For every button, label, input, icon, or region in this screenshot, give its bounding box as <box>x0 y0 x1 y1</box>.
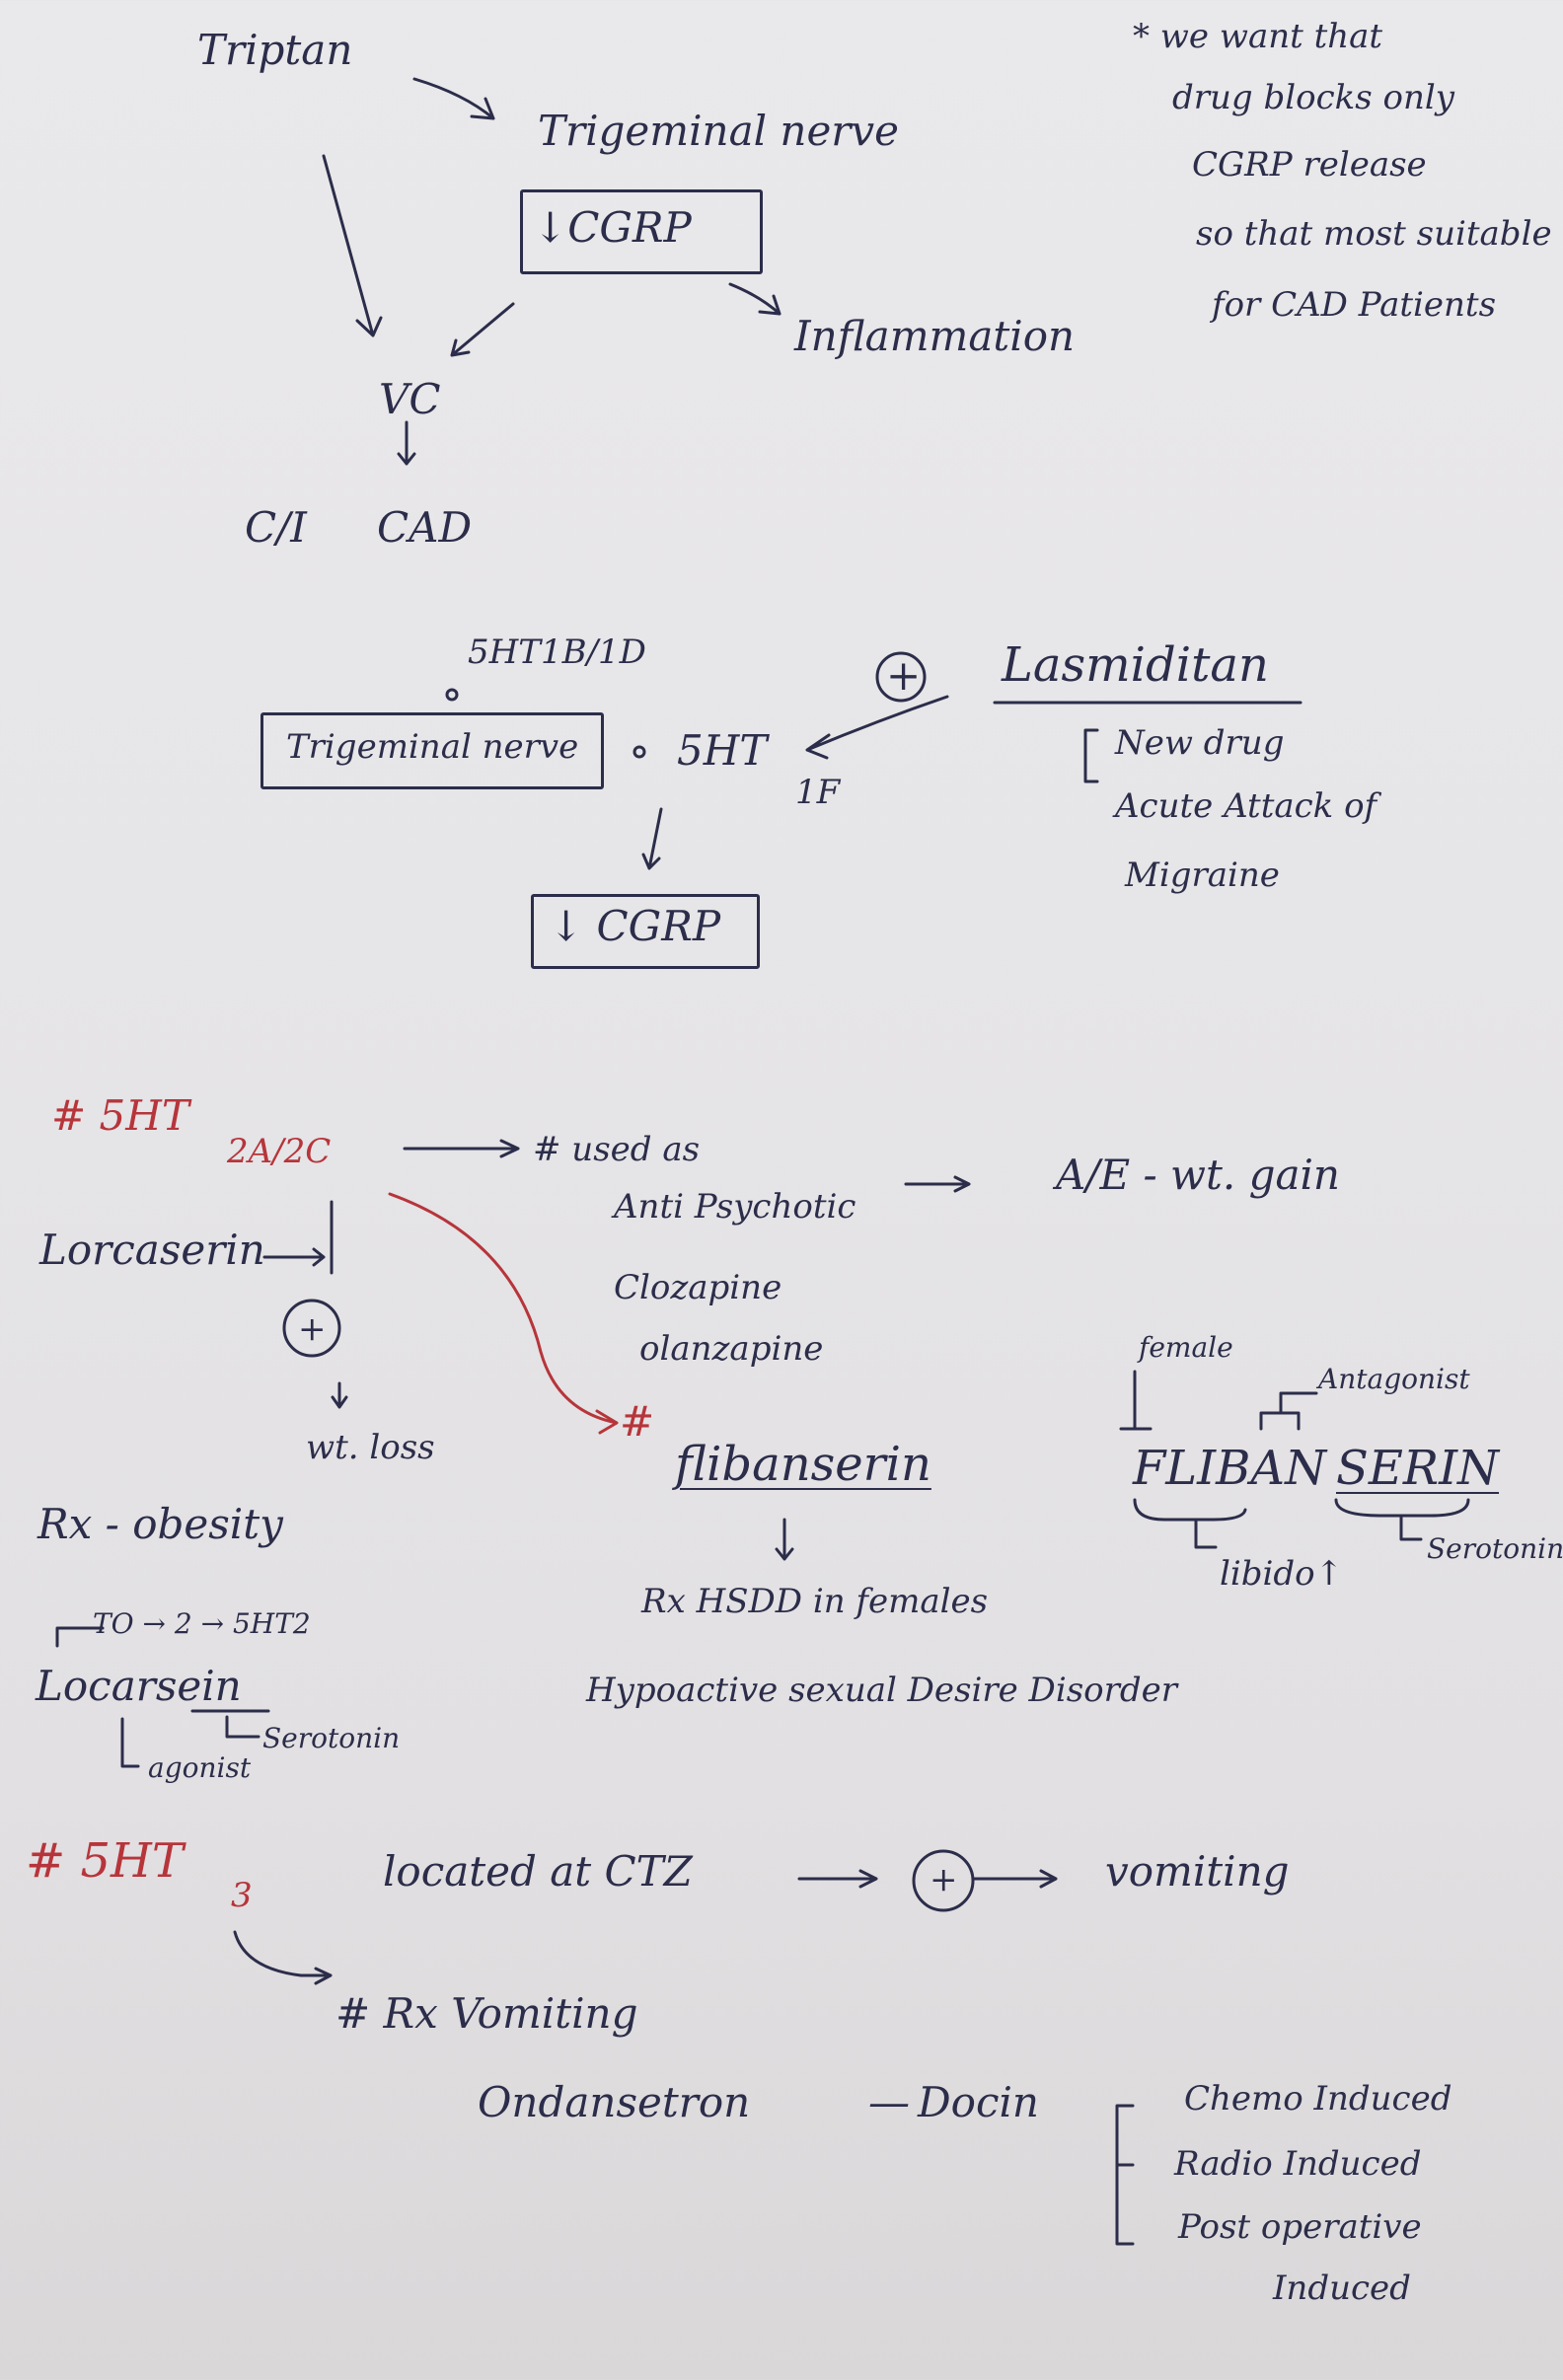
new-drug-note: New drug <box>1115 723 1285 763</box>
bracket-female <box>1119 1370 1153 1431</box>
post-operative: Post operative <box>1178 2207 1422 2247</box>
arrow-usedas-to-ae <box>904 1175 971 1193</box>
acute-attack-note: Acute Attack of <box>1115 786 1377 826</box>
arrow-ctz-to-plus <box>797 1869 878 1889</box>
clozapine-label: Clozapine <box>614 1268 782 1307</box>
cgrp-box-2-text: ↓ CGRP <box>549 902 721 950</box>
bracket-lasmiditan-notes <box>1083 728 1099 783</box>
serotonin-left-label: Serotonin <box>262 1722 401 1754</box>
chemo-induced: Chemo Induced <box>1184 2079 1452 2119</box>
arrow-cgrp-to-inflammation <box>728 282 782 316</box>
hsdd-full-label: Hypoactive sexual Desire Disorder <box>586 1671 1178 1710</box>
triptan-label: Triptan <box>197 26 353 74</box>
bracket-induced-list <box>1115 2104 1135 2246</box>
arrow-5ht2-to-flibanserin <box>388 1192 619 1435</box>
trigeminal-nerve-label: Trigeminal nerve <box>538 107 899 155</box>
fht-label: 5HT <box>677 726 768 775</box>
libido-label: libido↑ <box>1220 1554 1344 1594</box>
used-as-label: # used as <box>533 1130 701 1169</box>
brace-fliban <box>1133 1498 1247 1522</box>
arrow-5ht3-to-rx <box>233 1930 333 1985</box>
lasmiditan-label: Lasmiditan <box>1002 637 1269 693</box>
arrow-5ht1f-to-cgrp <box>641 807 663 870</box>
radio-induced: Radio Induced <box>1174 2144 1422 2184</box>
female-label: female <box>1139 1331 1233 1364</box>
arrow-triptan-to-vc <box>322 154 383 337</box>
migraine-note: Migraine <box>1125 855 1280 895</box>
vomiting-label: vomiting <box>1105 1847 1290 1896</box>
arrow-5ht2-to-usedas <box>403 1139 520 1158</box>
brace-serin <box>1334 1498 1470 1518</box>
antipsychotic-label: Anti Psychotic <box>614 1187 856 1227</box>
olanzapine-label: olanzapine <box>639 1329 824 1369</box>
fliban-word: FLIBAN <box>1133 1441 1327 1496</box>
receptor-label: 5HT1B/1D <box>468 632 646 672</box>
rx-obesity-label: Rx - obesity <box>37 1500 283 1548</box>
ci-label: C/I <box>245 503 307 552</box>
flibanserin-hash: # <box>620 1397 655 1446</box>
plus-sign-lorcaserin: + <box>298 1309 327 1349</box>
located-ctz-label: located at CTZ <box>383 1847 693 1896</box>
lorcaserin-label: Lorcaserin <box>39 1226 265 1274</box>
arrow-cgrp-to-vc <box>450 302 515 357</box>
dot-trigeminal <box>633 745 646 759</box>
ondansetron-label: Ondansetron <box>478 2078 751 2126</box>
arrow-lorcaserin-down <box>262 1200 334 1275</box>
5ht2-heading-sub: 2A/2C <box>227 1132 332 1171</box>
bracket-locarsein <box>55 1626 105 1648</box>
arrow-locarsein-agonist <box>120 1717 140 1768</box>
serin-word: SERIN <box>1336 1441 1500 1496</box>
arrow-libido <box>1194 1520 1218 1549</box>
trigeminal-box-text: Trigeminal nerve <box>286 727 579 767</box>
arrow-plus-to-wtloss <box>331 1381 348 1409</box>
note-line-2: drug blocks only <box>1172 78 1454 117</box>
rx-vomiting-label: # Rx Vomiting <box>335 1989 638 2038</box>
fht-sub: 1F <box>795 773 841 812</box>
plus-sign-ctz: + <box>930 1860 958 1899</box>
arrow-locarsein-serotonin <box>225 1715 260 1739</box>
arrow-triptan-to-nerve <box>412 77 495 120</box>
inflammation-label: Inflammation <box>794 312 1076 360</box>
plus-sign-lasmiditan: + <box>886 651 922 700</box>
cgrp-box-1 <box>520 189 763 274</box>
arrow-flibanserin-down <box>775 1518 794 1561</box>
plus-circle-lasmiditan <box>875 651 927 703</box>
locarsein-label: Locarsein <box>36 1662 242 1710</box>
adverse-effect-label: A/E - wt. gain <box>1056 1151 1340 1199</box>
note-line-5: for CAD Patients <box>1212 285 1497 325</box>
locarsein-note: TO → 2 → 5HT2 <box>93 1607 311 1640</box>
dash-label: — <box>868 2078 910 2126</box>
5ht2-heading: # 5HT <box>51 1091 189 1140</box>
trigeminal-box <box>260 712 604 789</box>
flibanserin-label: flibanserin <box>675 1437 931 1492</box>
setron-suffix-label: Docin <box>918 2078 1039 2126</box>
induced-label: Induced <box>1273 2268 1411 2308</box>
cgrp-box-1-text: ↓CGRP <box>533 203 692 252</box>
cgrp-box-2 <box>531 894 760 969</box>
antagonist-label: Antagonist <box>1318 1363 1470 1395</box>
arrow-serotonin-right <box>1399 1516 1423 1541</box>
arrow-plus-to-vomiting <box>971 1869 1058 1889</box>
note-line-4: so that most suitable <box>1196 214 1552 254</box>
agonist-label: agonist <box>148 1751 252 1784</box>
plus-circle-lorcaserin <box>282 1299 341 1358</box>
5ht3-heading: # 5HT <box>26 1833 184 1889</box>
note-line-1: * we want that <box>1133 17 1383 56</box>
wt-loss-label: wt. loss <box>306 1428 435 1467</box>
plus-circle-ctz <box>912 1849 975 1912</box>
serotonin-right-label: Serotonin <box>1427 1532 1563 1565</box>
rx-hsdd-label: Rx HSDD in females <box>641 1582 989 1621</box>
cad-label: CAD <box>377 503 473 552</box>
arrow-vc-to-cad <box>397 420 416 466</box>
note-line-3: CGRP release <box>1192 145 1427 185</box>
dot-5ht1b <box>445 688 459 702</box>
5ht3-heading-sub: 3 <box>231 1876 253 1915</box>
arrow-lasmiditan-to-5ht1f <box>805 695 949 760</box>
vc-label: VC <box>379 375 441 423</box>
bracket-antagonist <box>1259 1391 1318 1431</box>
